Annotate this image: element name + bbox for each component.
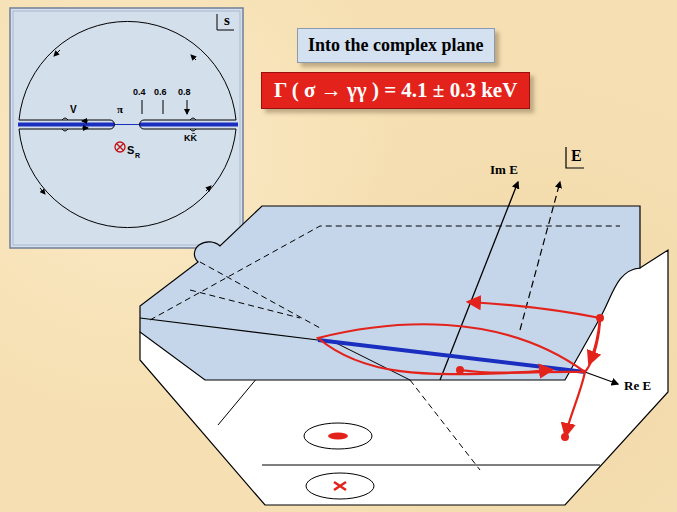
pole-label: S bbox=[127, 145, 134, 156]
result-text: Γ ( σ → γγ ) = 4.1 ± 0.3 keV bbox=[274, 78, 517, 102]
inset-panel bbox=[10, 8, 243, 248]
title-text: Into the complex plane bbox=[308, 35, 484, 55]
plane-label: s bbox=[224, 13, 230, 28]
axis-label: Im E bbox=[490, 163, 518, 176]
plane-label: E bbox=[571, 148, 582, 164]
threshold-label: KK̄ bbox=[184, 134, 197, 143]
riemann-sheets bbox=[140, 182, 668, 505]
point-label: 0.4 bbox=[133, 88, 146, 97]
cut-label: V bbox=[70, 105, 77, 115]
point-label: 0.8 bbox=[178, 88, 191, 97]
result-box: Γ ( σ → γγ ) = 4.1 ± 0.3 keV bbox=[261, 72, 530, 109]
axis-label: Re E bbox=[624, 379, 651, 392]
title-box: Into the complex plane bbox=[297, 28, 495, 63]
pole-subscript: R bbox=[135, 152, 140, 159]
point-label: 0.6 bbox=[154, 88, 167, 97]
threshold-label: π bbox=[117, 104, 123, 115]
